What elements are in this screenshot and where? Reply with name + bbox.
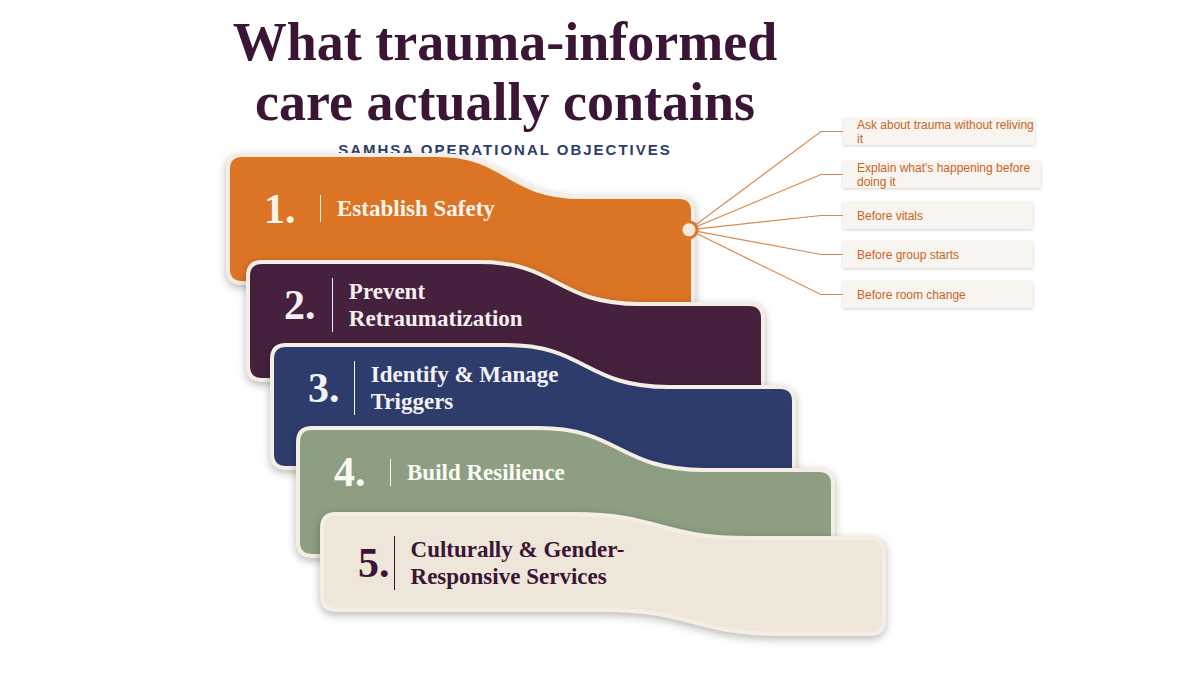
band-outline: [322, 514, 884, 634]
callout-box: Before vitals: [843, 202, 1033, 229]
callout-text: Explain what's happening before doing it: [857, 161, 1041, 189]
callout-box: Before room change: [843, 281, 1033, 308]
band-content: 3.Identify & Manage Triggers: [272, 345, 596, 431]
callout-box: Explain what's happening before doing it: [843, 161, 1041, 188]
objective-label: Culturally & Gender-Responsive Services: [394, 536, 671, 590]
objective-number: 1.: [264, 185, 320, 233]
leader-line: [689, 132, 843, 230]
objective-number: 5.: [358, 539, 394, 587]
connector-hub: [681, 222, 697, 238]
objective-label: Identify & Manage Triggers: [354, 361, 596, 415]
callout-text: Before group starts: [857, 248, 959, 262]
objective-number: 3.: [308, 364, 354, 412]
callout-box: Before group starts: [843, 241, 1033, 268]
objective-label: Establish Safety: [320, 195, 495, 222]
diagram-title: What trauma-informed care actually conta…: [205, 12, 805, 132]
band-content: 1.Establish Safety: [228, 155, 516, 262]
objective-number: 4.: [334, 448, 390, 496]
band-content: 2.Prevent Retraumatization: [248, 262, 567, 348]
callout-text: Before room change: [857, 288, 966, 302]
band-content: 5.Culturally & Gender-Responsive Service…: [322, 514, 670, 612]
objective-label: Prevent Retraumatization: [332, 278, 567, 332]
callout-box: Ask about trauma without reliving it: [843, 118, 1035, 145]
leader-line: [689, 216, 843, 230]
leader-line: [689, 230, 843, 255]
callout-text: Ask about trauma without reliving it: [857, 118, 1035, 146]
leader-line: [689, 230, 843, 295]
objective-label: Build Resilience: [390, 459, 565, 486]
band-content: 4.Build Resilience: [298, 428, 630, 516]
objective-band: 5.Culturally & Gender-Responsive Service…: [322, 514, 884, 634]
callout-text: Before vitals: [857, 209, 923, 223]
leader-line: [689, 175, 843, 230]
objective-number: 2.: [284, 281, 332, 329]
